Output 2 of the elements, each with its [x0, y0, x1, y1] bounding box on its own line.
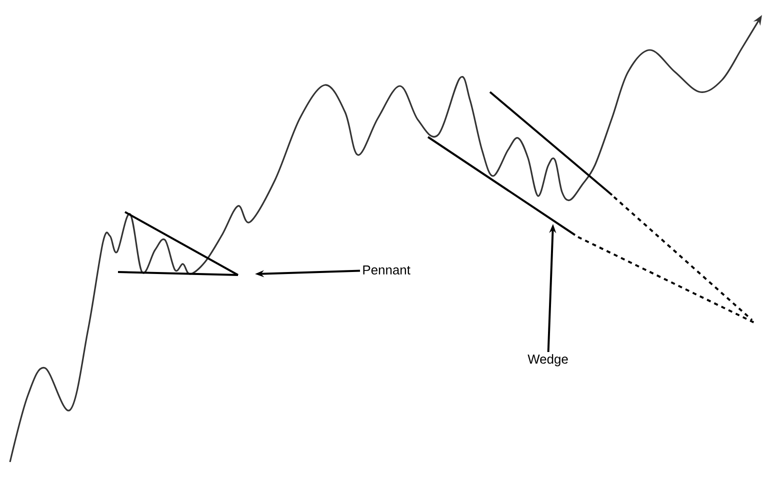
pattern-label: Pennant: [363, 265, 410, 275]
pattern-label: Wedge: [528, 354, 568, 366]
